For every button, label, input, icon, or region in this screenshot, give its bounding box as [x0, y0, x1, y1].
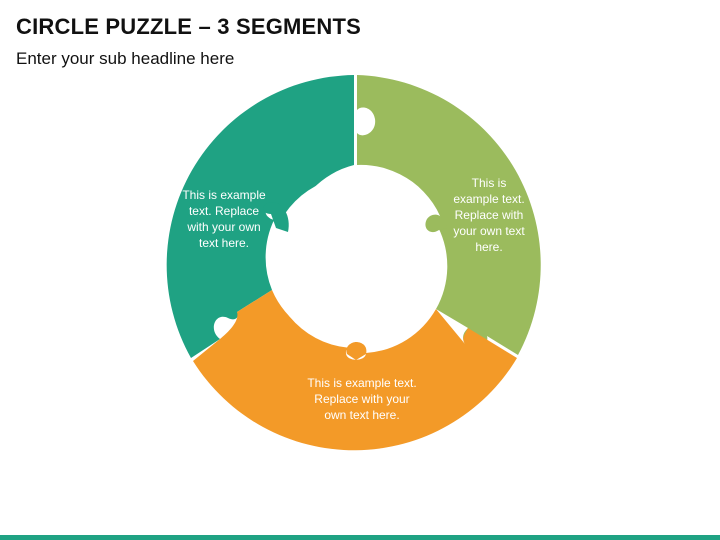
segment-text-orange: This is example text. Replace with your …	[307, 376, 417, 422]
page-title: CIRCLE PUZZLE – 3 SEGMENTS	[16, 14, 362, 39]
segment-text-teal: This is example text. Replace with your …	[182, 188, 266, 250]
puzzle-segment-green[interactable]	[357, 75, 541, 355]
inner-hole	[270, 176, 442, 348]
puzzle-knob-green	[425, 214, 447, 233]
puzzle-knob-teal	[262, 202, 289, 232]
bottom-accent-bar	[0, 535, 720, 540]
page-subtitle: Enter your sub headline here	[16, 49, 235, 68]
segment-text-green: This is example text. Replace with your …	[453, 176, 525, 254]
puzzle-segment-teal[interactable]	[166, 75, 354, 358]
puzzle-segment-orange[interactable]	[193, 290, 517, 451]
puzzle-knob-orange	[346, 342, 367, 360]
